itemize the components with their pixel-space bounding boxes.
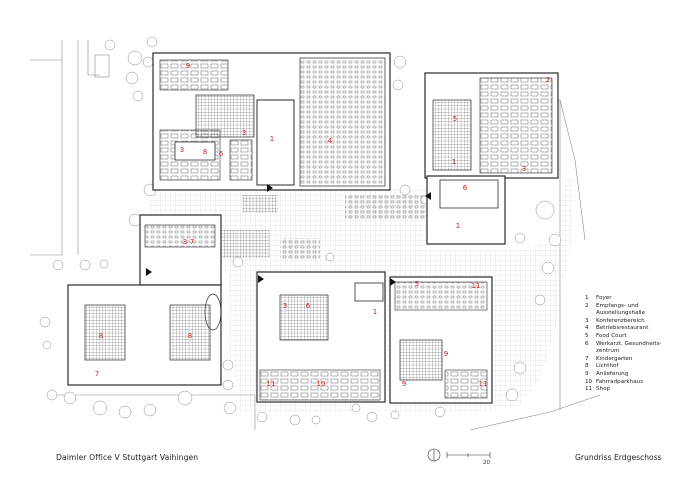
legend-number: 6 (585, 340, 589, 347)
legend-number: 3 (585, 317, 589, 324)
legend-label: Kindergarten (596, 355, 633, 362)
building-e (389, 276, 493, 404)
room-number-label: 1 (456, 222, 460, 230)
trees (39, 36, 562, 426)
building-b (424, 72, 559, 245)
entrance-markers (146, 184, 431, 286)
legend-label: Anlieferung (596, 370, 629, 377)
room-number-label: 9 (186, 62, 190, 70)
scale-bar (446, 452, 491, 458)
legend-number (585, 348, 596, 356)
legend-label: Foyer (596, 295, 612, 301)
legend-number: 7 (585, 355, 589, 362)
north-arrow (427, 448, 441, 462)
legend-row: 3 Konferenzbereich (585, 318, 695, 326)
legend-row: zentrum (585, 348, 695, 356)
room-number-label: 8 (203, 148, 207, 156)
room-number-label: 2 (546, 76, 550, 84)
legend-number (585, 310, 596, 318)
room-number-label: 10 (317, 380, 326, 388)
room-number-label: 9 (444, 350, 448, 358)
legend-label: Werkarzt, Gesundheits- (596, 340, 662, 347)
legend-number: 8 (585, 363, 589, 370)
drawing-subtitle: Grundriss Erdgeschoss (575, 453, 662, 462)
room-number-label: 6 (463, 184, 468, 192)
room-number-label: 1 (270, 135, 274, 143)
legend-label: zentrum (596, 348, 620, 355)
legend-label: Shop (596, 386, 611, 393)
room-number-label: 9 (402, 380, 406, 388)
legend-label: Empfangs- und (596, 302, 639, 309)
legend-number: 2 (585, 302, 589, 309)
room-number-label: 5 (453, 115, 457, 123)
room-number-label: 4 (328, 137, 333, 145)
room-number-label: 3 (180, 146, 184, 154)
legend-row: 1 Foyer (585, 295, 695, 303)
room-number-label: 6 (306, 302, 311, 310)
legend-row: 7 Kindergarten (585, 356, 695, 364)
legend-label: Lichthof (596, 363, 619, 370)
room-number-label: 11 (479, 380, 488, 388)
legend-row: 2 Empfangs- und (585, 303, 695, 311)
legend-row: 6 Werkarzt, Gesundheits- (585, 341, 695, 349)
legend-row: 4 Betriebsrestaurant (585, 325, 695, 333)
legend-row: 8 Lichthof (585, 363, 695, 371)
room-number-label: 6 (219, 150, 224, 158)
room-number-label: 3 (183, 238, 187, 246)
legend-number: 1 (585, 295, 589, 301)
legend-row: Ausstellungshalle (585, 310, 695, 318)
legend-label: Ausstellungshalle (596, 310, 646, 317)
legend-label: Fahrradparkhaus (596, 378, 644, 385)
project-title: Daimler Office V Stuttgart Vaihingen (56, 453, 199, 462)
building-a (152, 52, 391, 191)
legend-row: 5 Food Court (585, 333, 695, 341)
scale-label: 20 (483, 460, 490, 466)
room-number-label: 11 (267, 380, 276, 388)
building-c (67, 214, 222, 386)
legend-number: 9 (585, 370, 589, 377)
room-number-label: 5 (415, 280, 419, 288)
room-number-label: 3 (283, 302, 287, 310)
room-number-label: 1 (373, 308, 377, 316)
room-number-label: 3 (522, 165, 526, 173)
room-number-label: 8 (99, 332, 103, 340)
legend-number: 10 (585, 378, 593, 385)
room-number-label: 11 (472, 282, 481, 290)
room-number-label: 7 (95, 370, 99, 378)
legend-number: 11 (585, 386, 593, 393)
room-number-label: 7 (190, 238, 194, 246)
building-d (256, 271, 386, 403)
room-number-label: 1 (452, 158, 456, 166)
legend-label: Konferenzbereich (596, 317, 645, 324)
legend-number: 4 (585, 325, 589, 332)
legend-row: 9 Anlieferung (585, 371, 695, 379)
room-number-label: 8 (188, 332, 192, 340)
legend-label: Betriebsrestaurant (596, 325, 649, 332)
legend-label: Food Court (596, 332, 627, 339)
legend-number: 5 (585, 332, 589, 339)
room-number-label: 3 (242, 129, 246, 137)
